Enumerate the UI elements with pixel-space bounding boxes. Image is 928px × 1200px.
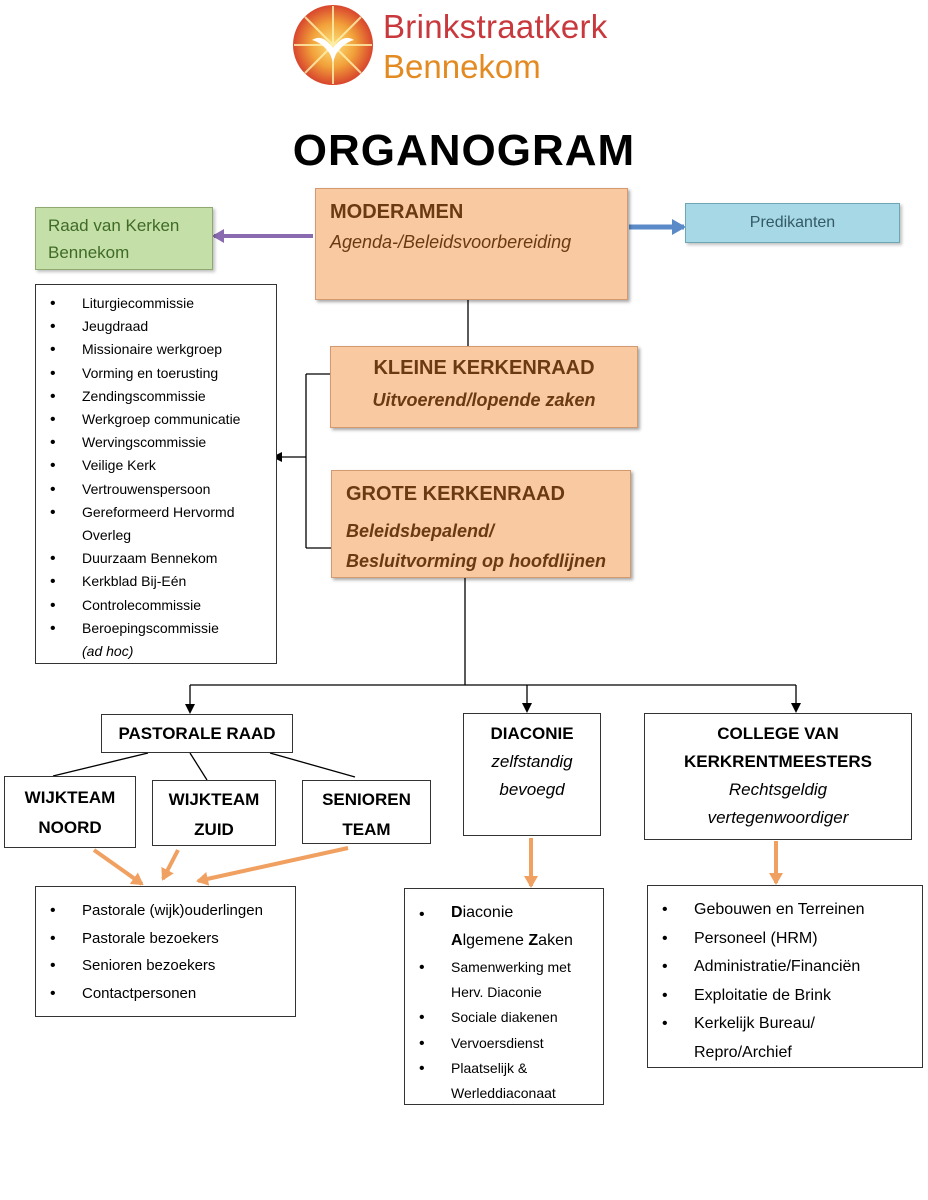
moderamen-subtitle: Agenda-/Beleidsvoorbereiding: [330, 232, 572, 252]
list-item-line: Kerkelijk Bureau/: [694, 1015, 815, 1032]
list-item-text: Overleg: [82, 527, 132, 544]
kleine-kerkenraad-box: KLEINE KERKENRAAD Uitvoerend/lopende zak…: [330, 346, 638, 428]
college-title-line2: KERKRENTMEESTERS: [684, 752, 872, 771]
wijkteam-zuid-line2: ZUID: [194, 820, 234, 839]
pastorale-tasks-list: Pastorale (wijk)ouderlingen Pastorale be…: [36, 897, 295, 1007]
grote-kerkenraad-box: GROTE KERKENRAAD Beleidsbepalend/ Beslui…: [331, 470, 631, 578]
page-title: ORGANOGRAM: [292, 126, 636, 175]
list-item: Wervingscommissie: [36, 431, 276, 454]
list-item-continuation: (ad hoc): [36, 640, 276, 663]
list-item: Exploitatie de Brink: [648, 982, 922, 1011]
list-item-diaconie-algemene-zaken: Diaconie Algemene Zaken: [405, 899, 603, 955]
pastorale-raad-box: PASTORALE RAAD: [101, 714, 293, 753]
list-item: Controlecommissie: [36, 594, 276, 617]
college-sub-line1: Rechtsgeldig: [728, 780, 828, 799]
list-item: Pastorale (wijk)ouderlingen: [36, 897, 295, 925]
list-item-line: Werleddiaconaat: [451, 1085, 556, 1102]
grote-kerkenraad-title: GROTE KERKENRAAD: [346, 483, 565, 505]
raad-line1: Raad van Kerken: [48, 216, 180, 235]
diaconie-sub-line2: bevoegd: [499, 780, 565, 799]
list-item-line: Plaatselijk &: [451, 1059, 528, 1076]
list-item: Vertrouwenspersoon: [36, 478, 276, 501]
list-item: Veilige Kerk: [36, 454, 276, 477]
dax-rest-z: aken: [538, 932, 573, 949]
list-item: Kerkelijk Bureau/ Repro/Archief: [648, 1010, 922, 1067]
diaconie-title: DIACONIE: [490, 724, 574, 743]
predikanten-box: Predikanten: [685, 203, 900, 243]
moderamen-box: MODERAMEN Agenda-/Beleidsvoorbereiding: [315, 188, 628, 300]
list-item: Gebouwen en Terreinen: [648, 896, 922, 925]
college-sub-line2: vertegenwoordiger: [707, 808, 849, 827]
list-item: Kerkblad Bij-Eén: [36, 570, 276, 593]
wijkteam-noord-line2: NOORD: [38, 818, 102, 837]
list-item: Sociale diakenen: [405, 1005, 603, 1030]
college-tasks-list: Gebouwen en Terreinen Personeel (HRM) Ad…: [648, 896, 922, 1067]
college-kerkrentmeesters-box: COLLEGE VAN KERKRENTMEESTERS Rechtsgeldi…: [644, 713, 912, 840]
list-item-line: Samenwerking met: [451, 959, 571, 975]
diaconie-box: DIACONIE zelfstandig bevoegd: [463, 713, 601, 836]
grote-kerkenraad-subtitle-2: Besluitvorming op hoofdlijnen: [346, 551, 606, 571]
logo-text-line2: Bennekom: [383, 48, 541, 85]
line-to-wijkteam-noord: [52, 752, 149, 777]
list-item-line: Herv. Diaconie: [451, 984, 542, 1001]
senioren-team-line2: TEAM: [342, 820, 391, 839]
list-item-continuation: Overleg: [36, 524, 276, 547]
list-item: Beroepingscommissie: [36, 617, 276, 640]
senioren-team-box: SENIOREN TEAM: [302, 780, 431, 844]
pastorale-tasks-box: Pastorale (wijk)ouderlingen Pastorale be…: [35, 886, 296, 1017]
orange-arrow-senioren: [196, 846, 349, 886]
list-item: Missionaire werkgroep: [36, 338, 276, 361]
moderamen-title: MODERAMEN: [330, 201, 464, 223]
list-item: Samenwerking met Herv. Diaconie: [405, 955, 603, 1005]
wijkteam-noord-line1: WIJKTEAM: [24, 788, 116, 807]
diaconie-sub-line1: zelfstandig: [491, 752, 573, 771]
diaconie-tasks-box: Diaconie Algemene Zaken Samenwerking met…: [404, 888, 604, 1105]
dax-cap-z: Z: [528, 932, 539, 949]
commissies-box: Liturgiecommissie Jeugdraad Missionaire …: [35, 284, 277, 664]
dax-cap-a: A: [451, 932, 463, 949]
list-item: Duurzaam Bennekom: [36, 547, 276, 570]
dax-cap-d: D: [451, 904, 463, 921]
logo-text-line1: Brinkstraatkerk: [383, 8, 608, 45]
raad-van-kerken-box: Raad van Kerken Bennekom: [35, 207, 213, 270]
list-item: Gereformeerd Hervormd: [36, 501, 276, 524]
dove-sun-icon: [293, 5, 373, 85]
kleine-kerkenraad-subtitle: Uitvoerend/lopende zaken: [372, 390, 596, 410]
orange-arrow-noord: [92, 848, 144, 886]
dax-line1: Diaconie: [451, 899, 603, 927]
diaconie-tasks-list: Diaconie Algemene Zaken Samenwerking met…: [405, 899, 603, 1106]
list-item: Senioren bezoekers: [36, 952, 295, 980]
senioren-team-line1: SENIOREN: [322, 790, 411, 809]
list-item-line: Repro/Archief: [694, 1043, 792, 1061]
college-title-line1: COLLEGE VAN: [717, 724, 839, 743]
dax-rest-d: iaconie: [462, 904, 514, 921]
dax-rest-a: lgemene: [462, 932, 529, 949]
commissies-list: Liturgiecommissie Jeugdraad Missionaire …: [36, 292, 276, 663]
list-item: Vervoersdienst: [405, 1031, 603, 1056]
list-item: Contactpersonen: [36, 980, 295, 1008]
list-item: Vorming en toerusting: [36, 362, 276, 385]
list-item: Personeel (HRM): [648, 925, 922, 954]
line-to-senioren-team: [269, 752, 356, 778]
wijkteam-noord-box: WIJKTEAM NOORD: [4, 776, 136, 848]
list-item: Pastorale bezoekers: [36, 925, 295, 953]
line-to-wijkteam-zuid: [189, 752, 208, 781]
list-item: Zendingscommissie: [36, 385, 276, 408]
list-item: Administratie/Financiën: [648, 953, 922, 982]
dax-line2: Algemene Zaken: [451, 927, 603, 955]
raad-line2: Bennekom: [48, 243, 130, 262]
college-tasks-box: Gebouwen en Terreinen Personeel (HRM) Ad…: [647, 885, 923, 1068]
list-item: Liturgiecommissie: [36, 292, 276, 315]
list-item: Jeugdraad: [36, 315, 276, 338]
list-item: Werkgroep communicatie: [36, 408, 276, 431]
orange-arrow-zuid: [161, 849, 180, 881]
wijkteam-zuid-line1: WIJKTEAM: [168, 790, 260, 809]
wijkteam-zuid-box: WIJKTEAM ZUID: [152, 780, 276, 846]
list-item: Plaatselijk & Werleddiaconaat: [405, 1056, 603, 1106]
list-item-text: (ad hoc): [82, 643, 134, 660]
grote-kerkenraad-subtitle-1: Beleidsbepalend/: [346, 521, 495, 541]
kleine-kerkenraad-title: KLEINE KERKENRAAD: [373, 357, 595, 379]
